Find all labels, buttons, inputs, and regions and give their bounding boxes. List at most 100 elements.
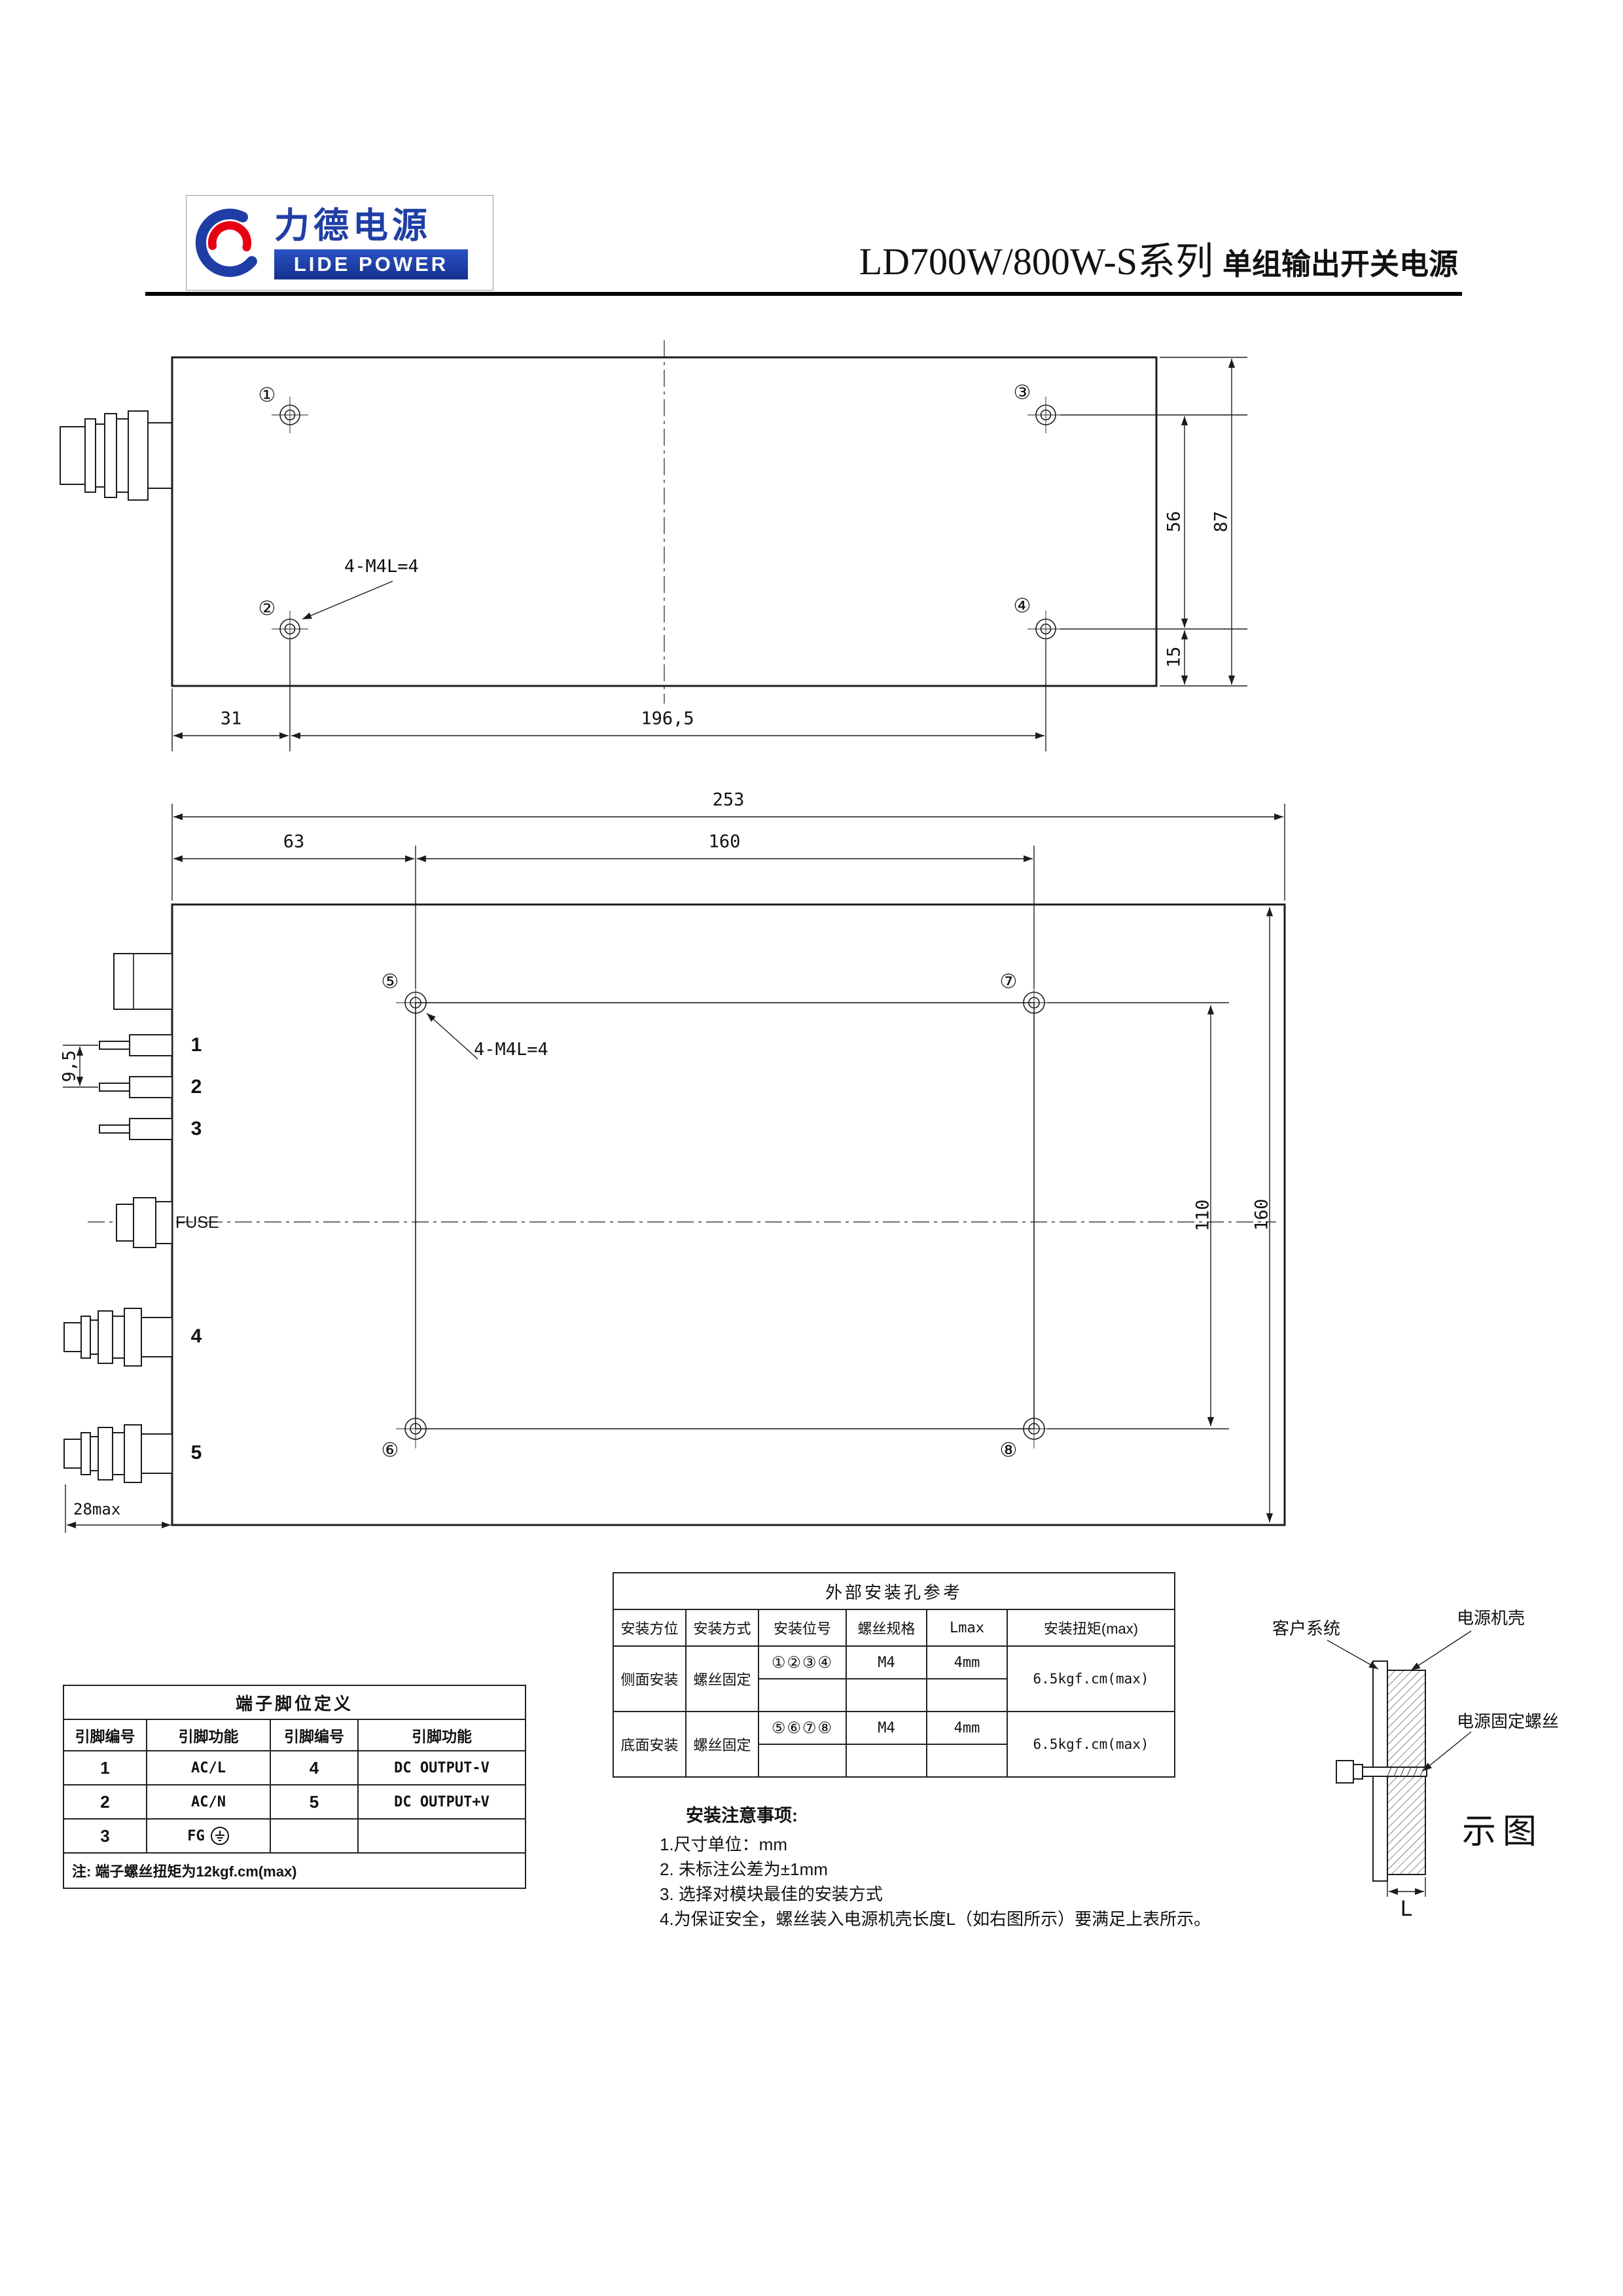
mount-header-method: 安装方式 [685,1609,759,1647]
dim-15: 15 [1164,646,1185,668]
pin-cell: AC/L [146,1750,271,1785]
dim-28max: 28max [73,1500,121,1518]
dim-110: 110 [1192,1199,1213,1232]
engagement-length-dimension [1387,1877,1426,1897]
mount-row1-position: 侧面安装 [613,1645,687,1712]
side-view-bottom-dimensions [171,640,1046,751]
dc-output-stud-5 [63,1424,173,1483]
empty-cell [846,1678,927,1712]
power-housing-leader [1410,1630,1472,1671]
dim-9-5: 9,5 [59,1050,80,1083]
hole-label-2: ② [258,597,276,620]
empty-cell [758,1744,847,1778]
pin-cell [270,1818,359,1854]
side-view-drawing [60,340,1247,751]
bottom-view-mounting-holes [396,983,1054,1448]
mount-row1-torque: 6.5kgf.cm(max) [1006,1645,1176,1712]
pin-cell: 1 [63,1750,147,1785]
empty-cell [846,1744,927,1778]
fg-label: FG [187,1827,205,1844]
logo-name-en: LIDE POWER [274,249,468,279]
mount-row1-method: 螺丝固定 [685,1645,759,1712]
logo-name-cn: 力德电源 [274,206,431,245]
illustration-caption: 示图 [1462,1813,1544,1851]
power-housing-label: 电源机壳 [1457,1608,1525,1628]
mount-row2-torque: 6.5kgf.cm(max) [1006,1711,1176,1778]
pin-cell: DC OUTPUT+V [357,1784,527,1820]
mount-row2-lmax: 4mm [926,1711,1008,1745]
table-row: 1 AC/L 4 DC OUTPUT-V [63,1750,527,1785]
ac-terminal-block [99,953,173,1140]
note-item-4: 4.为保证安全，螺丝装入电源机壳长度L（如右图所示）要满足上表所示。 [660,1909,1211,1929]
bottom-view-drawing [63,804,1286,1533]
note-item-1: 1.尺寸单位：mm [660,1835,788,1854]
pin-cell: 3 [63,1818,147,1854]
mount-row2-method: 螺丝固定 [685,1711,759,1778]
hole-label-7: ⑦ [999,970,1018,994]
mount-row1-lmax: 4mm [926,1645,1008,1679]
pin-label-1: 1 [190,1034,202,1056]
mount-header-position: 安装方位 [613,1609,687,1647]
dim-160-top: 160 [708,831,741,852]
page-title: LD700W/800W-S系列单组输出开关电源 [859,230,1458,285]
thread-spec-label-side: 4-M4L=4 [344,556,419,577]
engagement-length-label: L [1400,1896,1413,1921]
title-model: LD700W/800W-S系列 [859,240,1213,283]
hole-label-3: ③ [1013,381,1031,404]
hole-label-8: ⑧ [999,1439,1018,1462]
table-row: 3 FG [63,1818,527,1854]
bottom-view-right-dimensions [1047,907,1274,1522]
dim-63: 63 [283,831,305,852]
protrusion-dimension-28max [65,1484,171,1533]
table-row: 底面安装 螺丝固定 ⑤⑥⑦⑧ M4 4mm 6.5kgf.cm(max) [613,1711,1176,1778]
ground-icon [210,1827,229,1845]
mount-header-lmax: Lmax [926,1609,1008,1647]
empty-cell [926,1744,1008,1778]
pin-cell: DC OUTPUT-V [357,1750,527,1785]
dim-160-right: 160 [1251,1198,1272,1231]
note-item-2: 2. 未标注公差为±1mm [660,1859,828,1879]
mount-table-title: 外部安装孔参考 [612,1572,1176,1610]
fixing-screw [1336,1760,1427,1784]
pin-label-4: 4 [190,1325,202,1347]
mount-row1-holes: ①②③④ [758,1645,847,1679]
dc-output-stud-4 [63,1308,173,1367]
side-view-mounting-holes [272,397,1064,647]
dim-56: 56 [1164,511,1185,533]
bottom-view-top-dimensions [171,804,1285,988]
pin-header-function-2: 引脚功能 [357,1719,527,1751]
table-row: 侧面安装 螺丝固定 ①②③④ M4 4mm 6.5kgf.cm(max) [613,1645,1176,1712]
pin-header-function-1: 引脚功能 [146,1719,271,1751]
pin-header-number-1: 引脚编号 [63,1719,147,1751]
empty-cell [926,1678,1008,1712]
pin-cell: 5 [270,1784,359,1820]
mount-header-torque: 安装扭矩(max) [1006,1609,1176,1647]
mounting-hole-table: 外部安装孔参考 安装方位 安装方式 安装位号 螺丝规格 Lmax 安装扭矩(ma… [612,1572,1176,1778]
pin-cell: AC/N [146,1784,271,1820]
table-row [613,1744,1175,1778]
pin-cell: 4 [270,1750,359,1785]
hole-label-1: ① [258,384,276,407]
pin-cell: 2 [63,1784,147,1820]
side-view-right-dimensions [1060,357,1247,687]
mount-row2-position: 底面安装 [613,1711,687,1778]
pin-label-2: 2 [190,1076,202,1098]
mount-row2-holes: ⑤⑥⑦⑧ [758,1711,847,1745]
mount-header-holes: 安装位号 [758,1609,847,1647]
thread-leader-bottom [426,1013,478,1060]
customer-system-label: 客户系统 [1272,1619,1341,1638]
dim-31: 31 [220,708,242,729]
installation-notes: 安装注意事项: 1.尺寸单位：mm 2. 未标注公差为±1mm 3. 选择对模块… [660,1801,1301,1931]
mounting-illustration [1327,1630,1472,1897]
logo-texts: 力德电源 LIDE POWER [274,206,468,279]
thread-spec-label-bottom: 4-M4L=4 [474,1039,548,1060]
pin-label-5: 5 [190,1442,202,1463]
thread-leader-side [302,581,393,620]
logo: 力德电源 LIDE POWER [186,195,493,291]
pin-header-number-2: 引脚编号 [270,1719,359,1751]
mount-row1-spec: M4 [846,1645,927,1679]
table-row: 2 AC/N 5 DC OUTPUT+V [63,1784,527,1820]
title-description: 单组输出开关电源 [1222,247,1458,281]
